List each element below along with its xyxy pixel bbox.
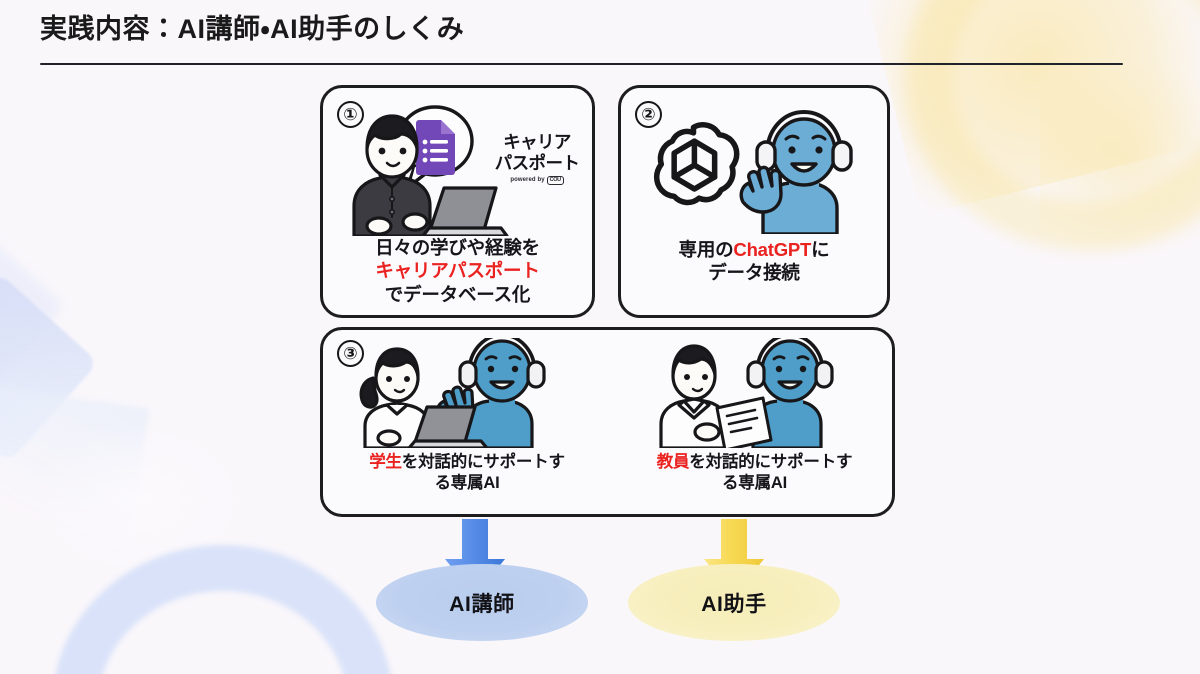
yellow-blob-decoration-2 — [1040, 60, 1200, 260]
teacher-and-ai-illustration — [659, 333, 834, 462]
card-2-caption: 専用のChatGPTに データ接続 — [621, 238, 887, 285]
outcome-pill-ai-teacher[interactable]: AI講師 — [376, 564, 588, 641]
page-title: 実践内容：AI講師・AI助手のしくみ — [40, 14, 465, 44]
logo-line-1: キャリア — [503, 132, 571, 152]
caption-line-1: 学生を対話的にサポートす — [323, 452, 611, 473]
step-badge-2: ② — [635, 101, 662, 128]
laptop-icon — [407, 405, 489, 450]
caption-highlight: 学生 — [369, 453, 402, 471]
outcome-label: AI助手 — [701, 592, 767, 616]
card-3-right-caption: 教員を対話的にサポートす る専属AI — [611, 452, 898, 494]
caption-line-2: る専属AI — [721, 473, 787, 492]
outcome-pill-ai-assistant[interactable]: AI助手 — [628, 564, 840, 641]
caption-prefix: 専用の — [678, 239, 734, 260]
card-3-right-panel[interactable]: 教員を対話的にサポートす る専属AI — [611, 330, 898, 514]
waving-hand — [739, 165, 783, 214]
card-2-illustration — [639, 106, 877, 236]
title-underline-divider — [40, 63, 1123, 65]
card-3-left-illustration — [353, 333, 603, 450]
step-card-3[interactable]: ③ — [320, 327, 895, 517]
card-1-illustration — [331, 104, 593, 238]
caption-rest: を対話的にサポートす — [689, 453, 853, 471]
brand-mark: COU — [546, 176, 564, 185]
blue-wedge-decoration — [0, 383, 150, 557]
blue-square-decoration — [0, 272, 99, 463]
step-badge-1: ① — [337, 101, 364, 128]
caption-line-2: る専属AI — [434, 473, 500, 492]
card-1-caption: 日々の学びや経験を キャリアパスポート でデータベース化 — [323, 236, 592, 306]
student-figure — [359, 347, 431, 450]
card-3-left-panel[interactable]: 学生を対話的にサポートす る専属AI — [323, 330, 611, 514]
caption-line-2: データ接続 — [708, 262, 800, 284]
blue-ring-decoration — [52, 545, 394, 674]
caption-line-1: 日々の学びや経験を — [375, 237, 540, 258]
student-and-ai-illustration — [359, 333, 546, 450]
step-badge-3: ③ — [337, 340, 364, 367]
step-card-2[interactable]: ② — [618, 85, 890, 318]
soft-white-decoration — [30, 420, 250, 580]
caption-rest: を対話的にサポートす — [401, 453, 565, 471]
student-figure — [352, 114, 432, 238]
card-3-right-illustration — [645, 333, 885, 462]
logo-line-2: パスポート — [494, 152, 580, 173]
caption-suffix: に — [811, 239, 830, 260]
openai-logo-icon — [653, 122, 740, 206]
outcome-label: AI講師 — [449, 592, 515, 616]
caption-line-3: でデータベース化 — [384, 283, 531, 305]
caption-highlight: 教員 — [656, 453, 690, 471]
google-forms-icon — [416, 120, 455, 175]
step-card-1[interactable]: ① — [320, 85, 595, 318]
caption-line-1: 専用のChatGPTに — [621, 238, 887, 261]
caption-highlight: キャリアパスポート — [375, 260, 540, 282]
blue-square-decoration-2 — [0, 225, 65, 395]
student-with-laptop-illustration — [352, 105, 509, 238]
teacher-figure — [659, 344, 729, 450]
caption-line-1: 教員を対話的にサポートす — [611, 452, 898, 473]
openai-and-ai-character-illustration — [653, 110, 853, 236]
laptop-icon — [421, 186, 509, 238]
caption-highlight: ChatGPT — [733, 239, 812, 260]
card-3-left-caption: 学生を対話的にサポートす る専属AI — [323, 452, 611, 494]
ai-character-with-headphones-illustration — [739, 110, 853, 236]
document-icon — [715, 396, 773, 462]
slide-header: 実践内容：AI講師・AI助手のしくみ — [40, 11, 1125, 47]
